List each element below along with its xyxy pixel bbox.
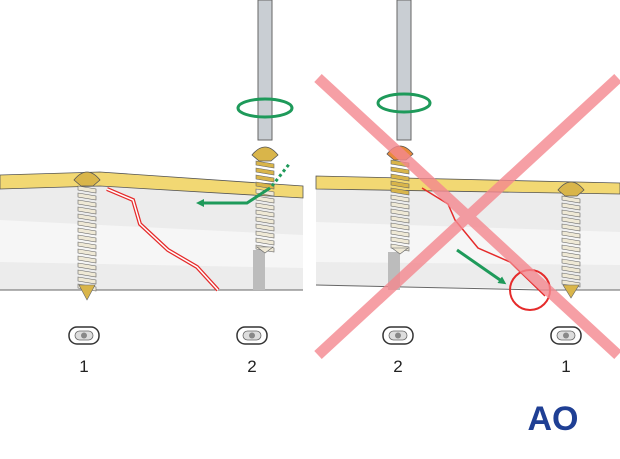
screw-thread [561, 223, 581, 232]
cross-out-icon [314, 73, 620, 360]
screw-thread [77, 213, 97, 222]
screw-thread [77, 192, 97, 201]
screw-thread [390, 229, 410, 238]
panel-incorrect [314, 0, 620, 360]
direction-arrow-icon [196, 186, 271, 207]
screw-thread [255, 209, 275, 218]
screw-thread [255, 237, 275, 246]
panel-correct [0, 0, 304, 301]
rotation-arrow-icon [376, 92, 432, 114]
screw-thread [561, 202, 581, 211]
screw-thread [561, 272, 581, 281]
screw-thread [561, 230, 581, 239]
screw-thread [77, 276, 97, 285]
screw [73, 171, 101, 301]
screw-thread [255, 223, 275, 232]
screw-label: 1 [79, 357, 88, 376]
fracture-line-inner [106, 188, 219, 291]
screw-thread [77, 206, 97, 215]
rotation-arrow-icon [236, 97, 294, 119]
dotted-axis [270, 162, 292, 187]
screw-thread [77, 262, 97, 271]
screw-label: 2 [393, 357, 402, 376]
screw-thread [77, 227, 97, 236]
screw-hole-icon [236, 326, 268, 345]
screw-thread [77, 241, 97, 250]
screw-head [73, 171, 101, 187]
direction-arrow-icon [456, 248, 507, 285]
screw-thread [390, 194, 410, 203]
screw-thread [390, 215, 410, 224]
screw-thread [561, 237, 581, 246]
screw-tip [78, 284, 96, 301]
screw-driver-icon [396, 0, 412, 141]
screw [557, 181, 585, 299]
screw-thread [77, 269, 97, 278]
screw-hole-icon [382, 326, 414, 345]
screw-label: 1 [561, 357, 570, 376]
screw [251, 146, 279, 254]
screw-thread [77, 248, 97, 257]
screw-label: 2 [247, 357, 256, 376]
screw-head [251, 146, 279, 162]
screw-thread [77, 220, 97, 229]
screw [386, 145, 414, 255]
screw-thread [561, 251, 581, 260]
screw-thread [390, 236, 410, 245]
screw-head [557, 181, 585, 197]
screw-thread [561, 244, 581, 253]
screw-thread [561, 216, 581, 225]
screw-thread [561, 258, 581, 267]
screw-thread [77, 234, 97, 243]
screw-thread [390, 180, 410, 189]
screw-thread [561, 209, 581, 218]
screw-hole-icon [550, 326, 582, 345]
screw-thread [390, 173, 410, 182]
screw-thread [77, 199, 97, 208]
screw-thread [255, 230, 275, 239]
screw-thread [390, 166, 410, 175]
screw-tip [391, 247, 409, 255]
screw-thread [77, 185, 97, 194]
ao-logo: AO [528, 400, 579, 438]
screw-thread [77, 255, 97, 264]
screw-thread [390, 222, 410, 231]
drill-hole [253, 250, 265, 290]
screw-thread [390, 208, 410, 217]
screw-thread [255, 216, 275, 225]
screw-thread [255, 174, 275, 183]
screw-thread [561, 195, 581, 204]
screw-thread [390, 187, 410, 196]
screw-thread [390, 201, 410, 210]
screw-tip [256, 246, 274, 254]
screw-driver-icon [257, 0, 273, 141]
screw-thread [561, 265, 581, 274]
screw-thread [255, 167, 275, 176]
screw-thread [255, 202, 275, 211]
screw-hole-icon [68, 326, 100, 345]
screw-tip [562, 284, 580, 299]
screw-thread [255, 160, 275, 169]
bone-medulla [0, 220, 303, 268]
